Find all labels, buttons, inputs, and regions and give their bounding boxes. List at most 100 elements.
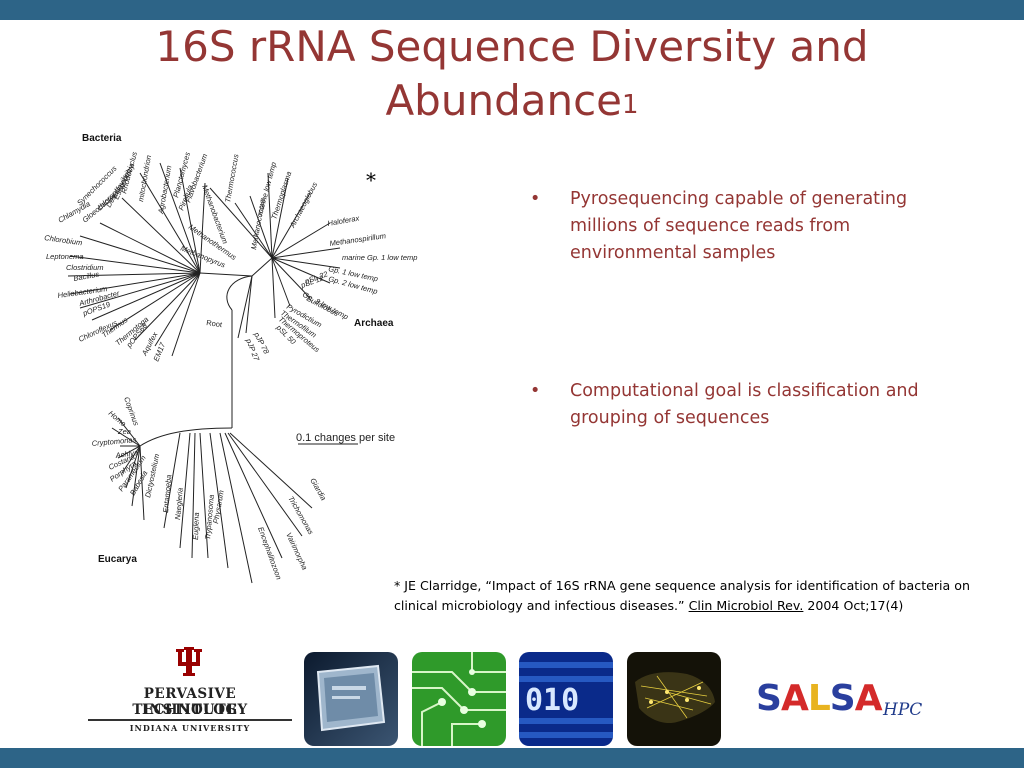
phylogenetic-tree: 0.1 changes per site Bacteria Archaea Eu… [44, 133, 417, 584]
taxon-label-eucarya: Achlya [114, 448, 139, 460]
archaea-stem [251, 257, 273, 277]
reference-suffix: 2004 Oct;17(4) [803, 598, 904, 613]
salsa-letter: A [780, 678, 809, 719]
domain-label-archaea: Archaea [354, 318, 394, 329]
br [91, 272, 201, 321]
binary-digits-image: 010 [519, 652, 613, 746]
taxon-label-bacteria: Agrobacterium [156, 165, 174, 216]
journal-link[interactable]: Clin Microbiol Rev. [688, 598, 804, 613]
reference-footnote: * JE Clarridge, “Impact of 16S rRNA gene… [394, 576, 994, 616]
taxon-label-eucarya: Homo [107, 409, 128, 429]
br [67, 272, 201, 277]
hpc-label: HPC [883, 700, 923, 720]
circuit-board-image [412, 652, 506, 746]
br [121, 197, 201, 274]
pti-name-line1: PERVASIVE TECHNOLOGY [132, 686, 248, 718]
br [271, 177, 289, 259]
br [117, 445, 141, 459]
monitor-screen-image [304, 652, 398, 746]
br [179, 167, 201, 274]
root-label: Root [206, 318, 224, 329]
taxon-label-eucarya: Vairimorpha [284, 531, 309, 571]
domain-label-eucarya: Eucarya [98, 554, 137, 565]
bullet-marker: • [530, 189, 541, 209]
br [199, 432, 209, 559]
bullet-marker: • [530, 381, 541, 401]
br [245, 275, 253, 334]
br [69, 272, 201, 295]
taxon-label-bacteria: Clostridium [66, 263, 104, 272]
taxon-label-eucarya: Entamoeba [161, 474, 173, 513]
br [171, 272, 201, 357]
bullet-item: • Pyrosequencing capable of generating m… [530, 186, 950, 267]
top-bar [0, 0, 1024, 20]
br [139, 445, 145, 521]
br [79, 235, 201, 274]
br [271, 247, 341, 259]
slide-title: 16S rRNA Sequence Diversity and Abundanc… [0, 20, 1024, 128]
br [117, 417, 141, 447]
svg-text:010: 010 [525, 683, 579, 718]
taxon-label-eucarya: Cryptomonas [91, 435, 136, 448]
br [134, 272, 201, 341]
taxon-label-archaea: marine Gp. 1 low temp [342, 253, 417, 262]
taxon-label-archaea: Thermococcus [223, 153, 240, 203]
taxon-label-bacteria: Bacillus [73, 270, 100, 283]
phylogenetic-tree-figure: 0.1 changes per site Bacteria Archaea Eu… [40, 128, 417, 612]
pti-name-line2: INSTITUTE [142, 702, 238, 718]
network-map-image [627, 652, 721, 746]
figure-asterisk: * [366, 168, 376, 192]
trunk-top [226, 275, 253, 311]
br [179, 432, 191, 549]
br [227, 432, 303, 537]
iu-trident-logo: IU [176, 647, 202, 676]
br [229, 432, 313, 509]
br [131, 445, 141, 507]
taxon-label-bacteria: Leptonema [46, 252, 84, 261]
salsa-letter: A [854, 678, 883, 719]
taxon-label-eucarya: Giardia [308, 477, 328, 502]
br [191, 432, 196, 559]
bacteria-stem [199, 272, 253, 277]
scale-label: 0.1 changes per site [296, 432, 395, 444]
taxon-label-archaea: Haloferax [327, 213, 360, 227]
br [271, 257, 331, 284]
br [271, 257, 341, 269]
salsa-letter: S [829, 678, 856, 719]
br [69, 255, 201, 274]
taxon-label-bacteria: Chlorobium [44, 233, 83, 247]
br [99, 222, 201, 274]
br [121, 445, 141, 474]
br [209, 187, 273, 259]
tree-branches [67, 162, 341, 584]
taxon-label-eucarya: Zea [117, 427, 131, 436]
taxon-label-eucarya: Physarum [211, 490, 226, 525]
title-line-2: Abundance [385, 76, 623, 125]
br [159, 162, 201, 274]
br [163, 432, 181, 529]
br [109, 272, 201, 331]
br [199, 182, 206, 274]
br [125, 445, 141, 489]
br [234, 202, 273, 259]
br [209, 432, 229, 569]
bottom-bar [0, 748, 1024, 768]
taxon-label-archaea: Archaeoglobus [287, 180, 319, 230]
br [139, 172, 201, 274]
br [271, 222, 331, 259]
salsa-logo: SALSA [756, 678, 883, 719]
br [271, 257, 291, 307]
bullet-text: Computational goal is classification and… [570, 381, 919, 428]
title-line-1: 16S rRNA Sequence Diversity and [155, 22, 869, 71]
taxon-label-bacteria: mitochondrion [136, 154, 153, 202]
taxon-label-archaea: Methanospirillum [329, 231, 386, 248]
br [267, 172, 273, 259]
br [111, 427, 141, 447]
salsa-letter: S [756, 678, 782, 719]
br [237, 275, 253, 339]
eucarya-stem [139, 427, 233, 447]
pti-university: INDIANA UNIVERSITY [129, 723, 251, 733]
br [219, 432, 253, 584]
bullet-text: Pyrosequencing capable of generating mil… [570, 189, 908, 263]
